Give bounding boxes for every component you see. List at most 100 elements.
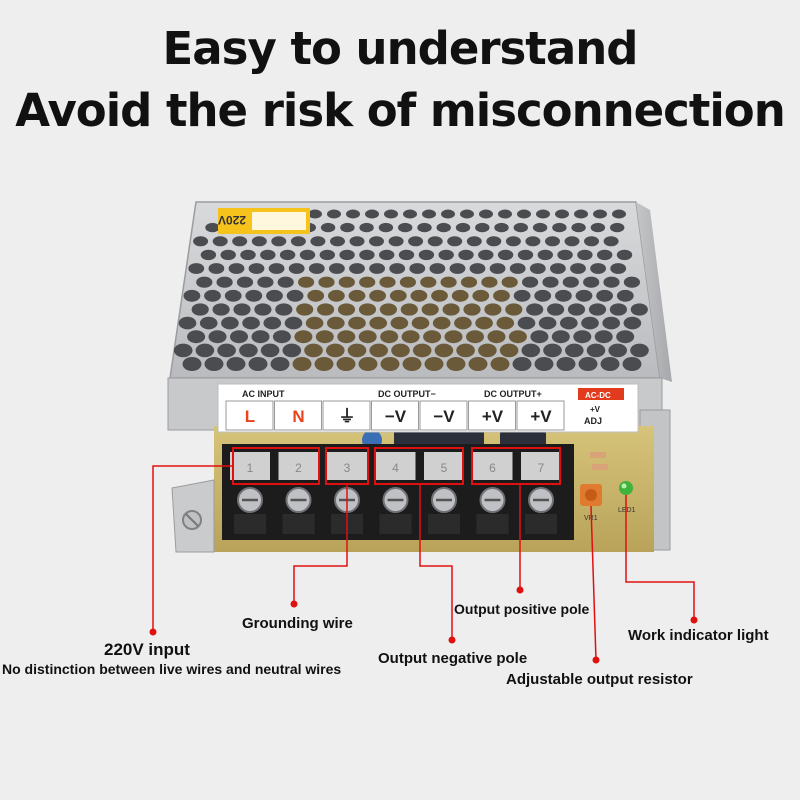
- terminal-symbol: N: [292, 407, 304, 426]
- vent-hole: [588, 303, 607, 316]
- vent-hole: [348, 289, 366, 302]
- vent-hole: [233, 303, 251, 316]
- vent-hole: [379, 249, 395, 261]
- vent-hole: [560, 316, 578, 330]
- vent-hole: [365, 209, 379, 219]
- vent-hole: [178, 316, 197, 330]
- vent-hole: [260, 343, 280, 358]
- vent-hole: [260, 249, 276, 261]
- vent-hole: [369, 263, 385, 274]
- vent-hole: [307, 289, 325, 302]
- terminal-symbol: −V: [433, 407, 455, 426]
- callout-dots: [149, 586, 698, 664]
- vent-hole: [522, 276, 539, 288]
- vent-hole: [597, 249, 613, 261]
- vent-hole: [600, 357, 620, 371]
- vent-hole: [557, 249, 573, 261]
- ac-dc-badge: [578, 388, 624, 400]
- vent-hole: [444, 330, 463, 344]
- positive-highlight: [471, 447, 561, 485]
- vent-hole: [282, 343, 302, 358]
- vent-hole: [298, 276, 315, 288]
- ac-dc-badge-text: AC-DC: [585, 391, 611, 400]
- vent-hole: [193, 236, 209, 247]
- vent-hole: [478, 249, 494, 261]
- headline-line-1: Easy to understand: [162, 22, 639, 75]
- vent-hole: [401, 330, 420, 344]
- vent-hole: [226, 357, 246, 371]
- rating-sticker: 220V: [218, 208, 310, 234]
- vent-hole: [254, 303, 272, 316]
- vent-hole: [239, 343, 258, 358]
- vent-hole: [513, 222, 528, 233]
- vent-hole: [284, 316, 303, 330]
- vent-hole: [478, 343, 497, 358]
- vent-hole: [275, 303, 293, 316]
- vent-hole: [380, 357, 400, 371]
- vent-hole: [308, 263, 325, 274]
- vent-hole: [575, 289, 593, 302]
- vent-hole: [208, 263, 225, 274]
- vent-hole: [200, 249, 217, 261]
- vent-hole: [205, 222, 220, 233]
- terminal-number: 2: [295, 461, 302, 475]
- vent-hole: [224, 289, 242, 302]
- terminal-number: 5: [441, 461, 448, 475]
- vent-hole: [581, 316, 599, 330]
- vent-hole: [317, 303, 335, 316]
- vent-hole: [475, 316, 493, 330]
- negative-highlight: [374, 447, 464, 485]
- vent-hole: [337, 303, 356, 316]
- vent-hole: [596, 289, 613, 302]
- vent-hole: [347, 343, 367, 358]
- vent-hole: [399, 276, 416, 288]
- vent-hole: [623, 316, 642, 330]
- vent-hole: [436, 222, 451, 233]
- vent-hole: [431, 289, 448, 302]
- vent-hole: [451, 289, 469, 302]
- vent-hole: [594, 330, 613, 344]
- vent-hole: [421, 303, 439, 316]
- vent-hole: [574, 209, 588, 219]
- vent-hole: [349, 263, 365, 274]
- vent-hole: [232, 236, 248, 247]
- vent-hole: [630, 343, 649, 358]
- callout-leader-lines: [152, 465, 695, 661]
- vent-hole: [441, 209, 455, 219]
- ventilation-holes: [173, 209, 649, 371]
- vent-hole: [389, 263, 406, 274]
- vent-hole: [446, 357, 466, 371]
- vent-hole: [398, 222, 413, 233]
- vent-hole: [248, 357, 268, 371]
- vent-hole: [338, 276, 355, 288]
- vent-hole: [279, 249, 296, 261]
- vent-hole: [173, 343, 193, 358]
- vent-hole: [380, 330, 399, 344]
- vent-hole: [603, 236, 619, 247]
- callout-positive: Output positive pole: [454, 601, 590, 617]
- vent-hole: [329, 263, 345, 274]
- vent-hole: [187, 330, 206, 344]
- vent-hole: [424, 357, 444, 371]
- vent-hole: [349, 236, 365, 247]
- vent-hole: [513, 289, 531, 302]
- vent-hole: [369, 236, 384, 247]
- callout-grounding: Grounding wire: [242, 615, 353, 632]
- vent-hole: [369, 343, 389, 358]
- callout-input-subtitle: No distinction between live wires and ne…: [2, 661, 342, 677]
- vent-hole: [584, 236, 599, 247]
- vent-hole: [294, 330, 313, 344]
- vent-hole: [228, 263, 245, 274]
- vent-hole: [630, 303, 648, 316]
- terminal-number: 4: [392, 461, 399, 475]
- vent-hole: [529, 263, 546, 274]
- vent-hole: [327, 316, 345, 330]
- vent-hole: [466, 236, 482, 247]
- vent-hole: [455, 222, 471, 233]
- terminal-clear-cover: [327, 452, 367, 480]
- terminal-number: 3: [344, 461, 351, 475]
- vent-hole: [429, 263, 446, 274]
- vent-hole: [369, 289, 386, 302]
